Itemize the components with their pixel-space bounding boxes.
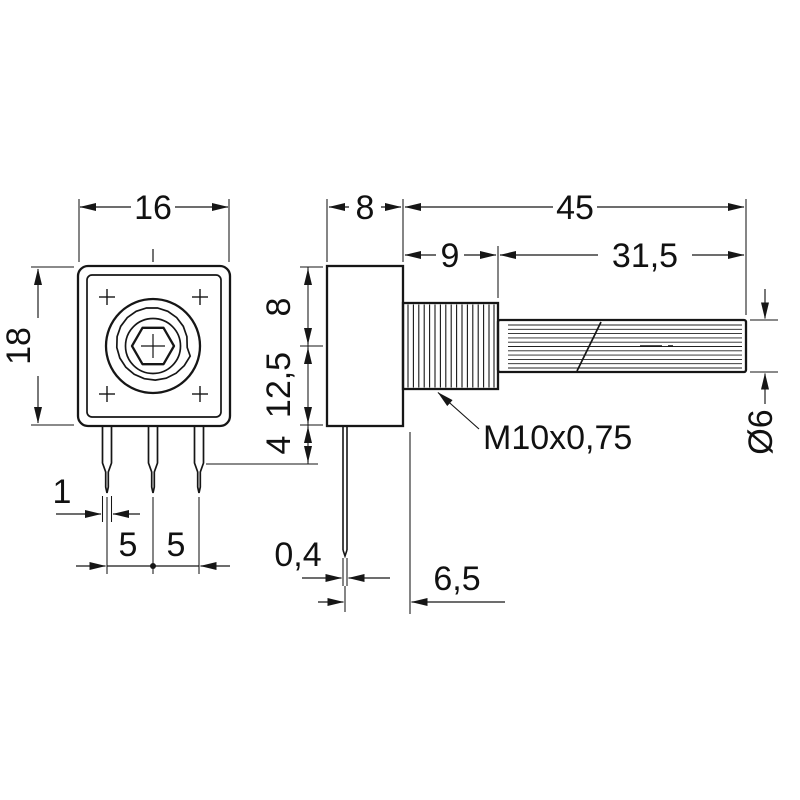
shaft-end-circles <box>104 249 202 395</box>
front-pins <box>101 425 205 494</box>
dim-text-dia6: Ø6 <box>742 409 780 454</box>
mounting-hole-crosses <box>99 289 208 402</box>
thread-bushing <box>401 301 500 391</box>
dim-body-depth: 8 <box>326 189 404 262</box>
dim-text-45: 45 <box>556 189 594 227</box>
dimensions: 16 18 8 45 9 <box>0 189 780 614</box>
dim-text-12-5: 12,5 <box>260 352 298 418</box>
dim-text-5a: 5 <box>119 526 138 564</box>
dim-shaft-length: 31,5 <box>499 237 745 275</box>
dim-pin-pitch: 5 5 <box>76 497 230 574</box>
dim-total-length: 45 <box>404 189 747 315</box>
dim-side-vertical-stack: 8 12,5 4 <box>206 266 323 465</box>
front-face-plate <box>86 274 222 418</box>
dim-text-9: 9 <box>441 237 460 275</box>
dim-text-1: 1 <box>53 473 72 511</box>
center-crosshair <box>141 249 165 358</box>
side-body-outline <box>325 264 405 428</box>
side-view <box>325 264 748 559</box>
dim-bushing-length: 9 <box>404 237 499 298</box>
dim-text-8: 8 <box>356 189 375 227</box>
dim-text-16: 16 <box>134 189 172 227</box>
dim-text-5b: 5 <box>167 526 186 564</box>
shaft-serration-lines <box>508 324 742 369</box>
shaft <box>496 318 748 374</box>
break-line <box>576 321 602 372</box>
dim-pin-width: 1 <box>53 473 140 522</box>
dim-shaft-diameter: Ø6 <box>742 289 780 455</box>
thread-callout: M10x0,75 <box>437 392 632 457</box>
dim-pin-thickness: 0,4 <box>274 536 390 586</box>
spline-hex <box>130 326 176 366</box>
pitch-middle-tick <box>150 563 156 569</box>
dim-text-0-4: 0,4 <box>274 536 321 574</box>
dim-text-4: 4 <box>260 436 298 455</box>
front-view <box>76 249 232 494</box>
side-pin <box>342 426 348 559</box>
dim-text-31-5: 31,5 <box>612 237 678 275</box>
dim-front-height: 18 <box>0 266 74 426</box>
thread-lines <box>407 304 495 388</box>
dim-text-18: 18 <box>0 327 38 365</box>
dim-front-width: 16 <box>78 189 230 262</box>
thread-label: M10x0,75 <box>483 419 632 457</box>
knurl-ring <box>115 307 192 381</box>
dim-text-6-5: 6,5 <box>433 560 480 598</box>
dim-pin-to-face: 6,5 <box>318 432 505 614</box>
dim-text-top-to-axis: 8 <box>260 298 298 317</box>
